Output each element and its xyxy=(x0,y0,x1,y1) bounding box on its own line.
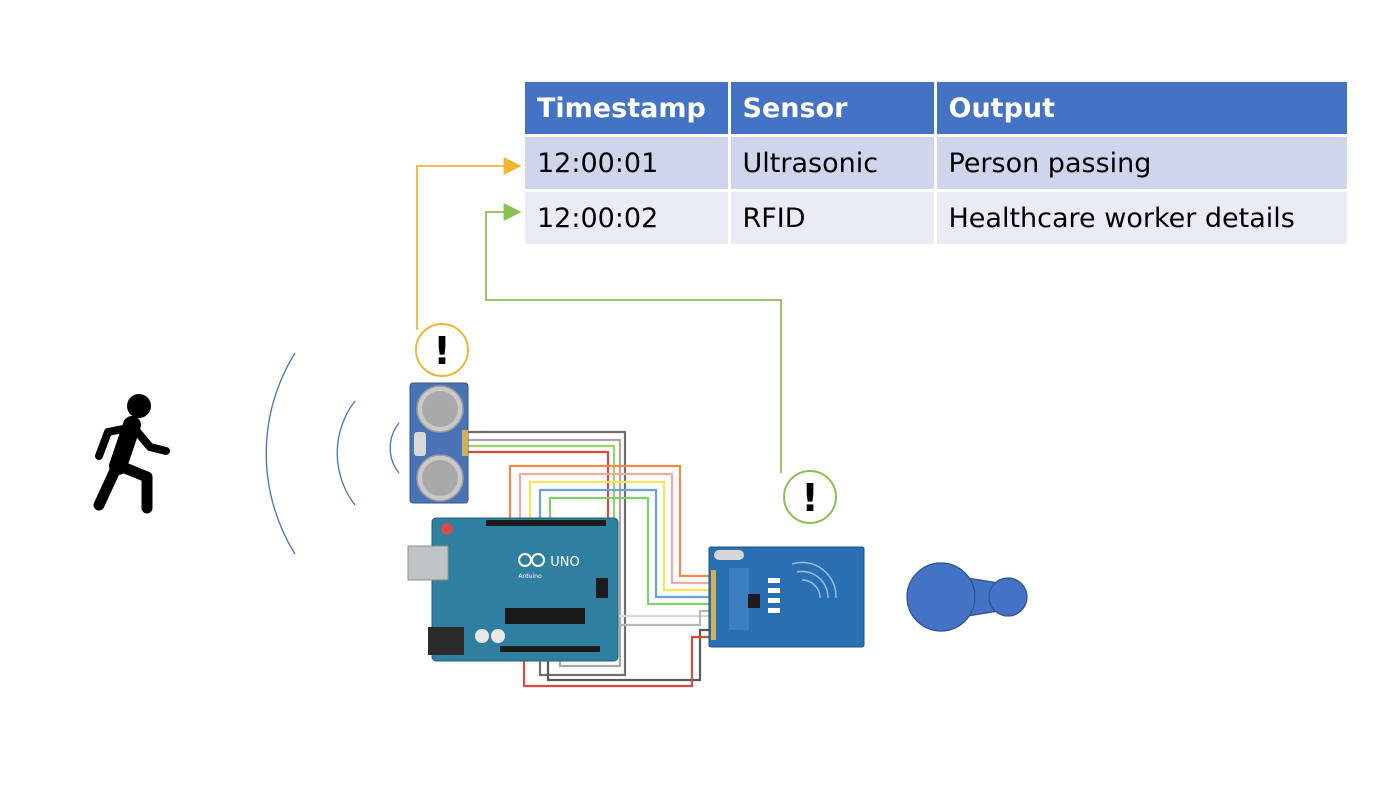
rfid-key-tag-icon xyxy=(906,562,1028,632)
board-name: UNO xyxy=(550,555,579,570)
cell-timestamp: 12:00:02 xyxy=(525,189,729,244)
sensor-log-table: Timestamp Sensor Output 12:00:01 Ultraso… xyxy=(525,82,1347,244)
table-header-row: Timestamp Sensor Output xyxy=(525,82,1347,136)
header-sensor: Sensor xyxy=(727,82,935,136)
cell-output: Healthcare worker details xyxy=(933,189,1347,244)
arduino-uno-icon: UNO Arduino xyxy=(407,517,619,662)
header-timestamp: Timestamp xyxy=(525,82,729,136)
rfid-reader-icon xyxy=(708,546,865,648)
rfid-alert-icon: ! xyxy=(783,470,837,524)
table-row: 12:00:02 RFID Healthcare worker details xyxy=(525,189,1347,244)
table-row: 12:00:01 Ultrasonic Person passing xyxy=(525,134,1347,191)
board-sub: Arduino xyxy=(518,573,542,580)
ultrasonic-alert-icon: ! xyxy=(415,323,469,377)
ultrasonic-alert-mark: ! xyxy=(433,329,450,373)
cell-timestamp: 12:00:01 xyxy=(525,134,729,191)
cell-sensor: RFID xyxy=(727,189,935,244)
header-output: Output xyxy=(933,82,1347,136)
rfid-link xyxy=(485,203,782,473)
ultrasonic-sensor-icon xyxy=(409,382,469,504)
arduino-logo-icon xyxy=(518,553,545,567)
walking-person-icon xyxy=(93,394,170,514)
cell-output: Person passing xyxy=(933,134,1347,191)
ultrasonic-link xyxy=(416,157,522,330)
rfid-alert-mark: ! xyxy=(801,476,818,520)
cell-sensor: Ultrasonic xyxy=(727,134,935,191)
sound-wave-icon xyxy=(265,352,400,555)
